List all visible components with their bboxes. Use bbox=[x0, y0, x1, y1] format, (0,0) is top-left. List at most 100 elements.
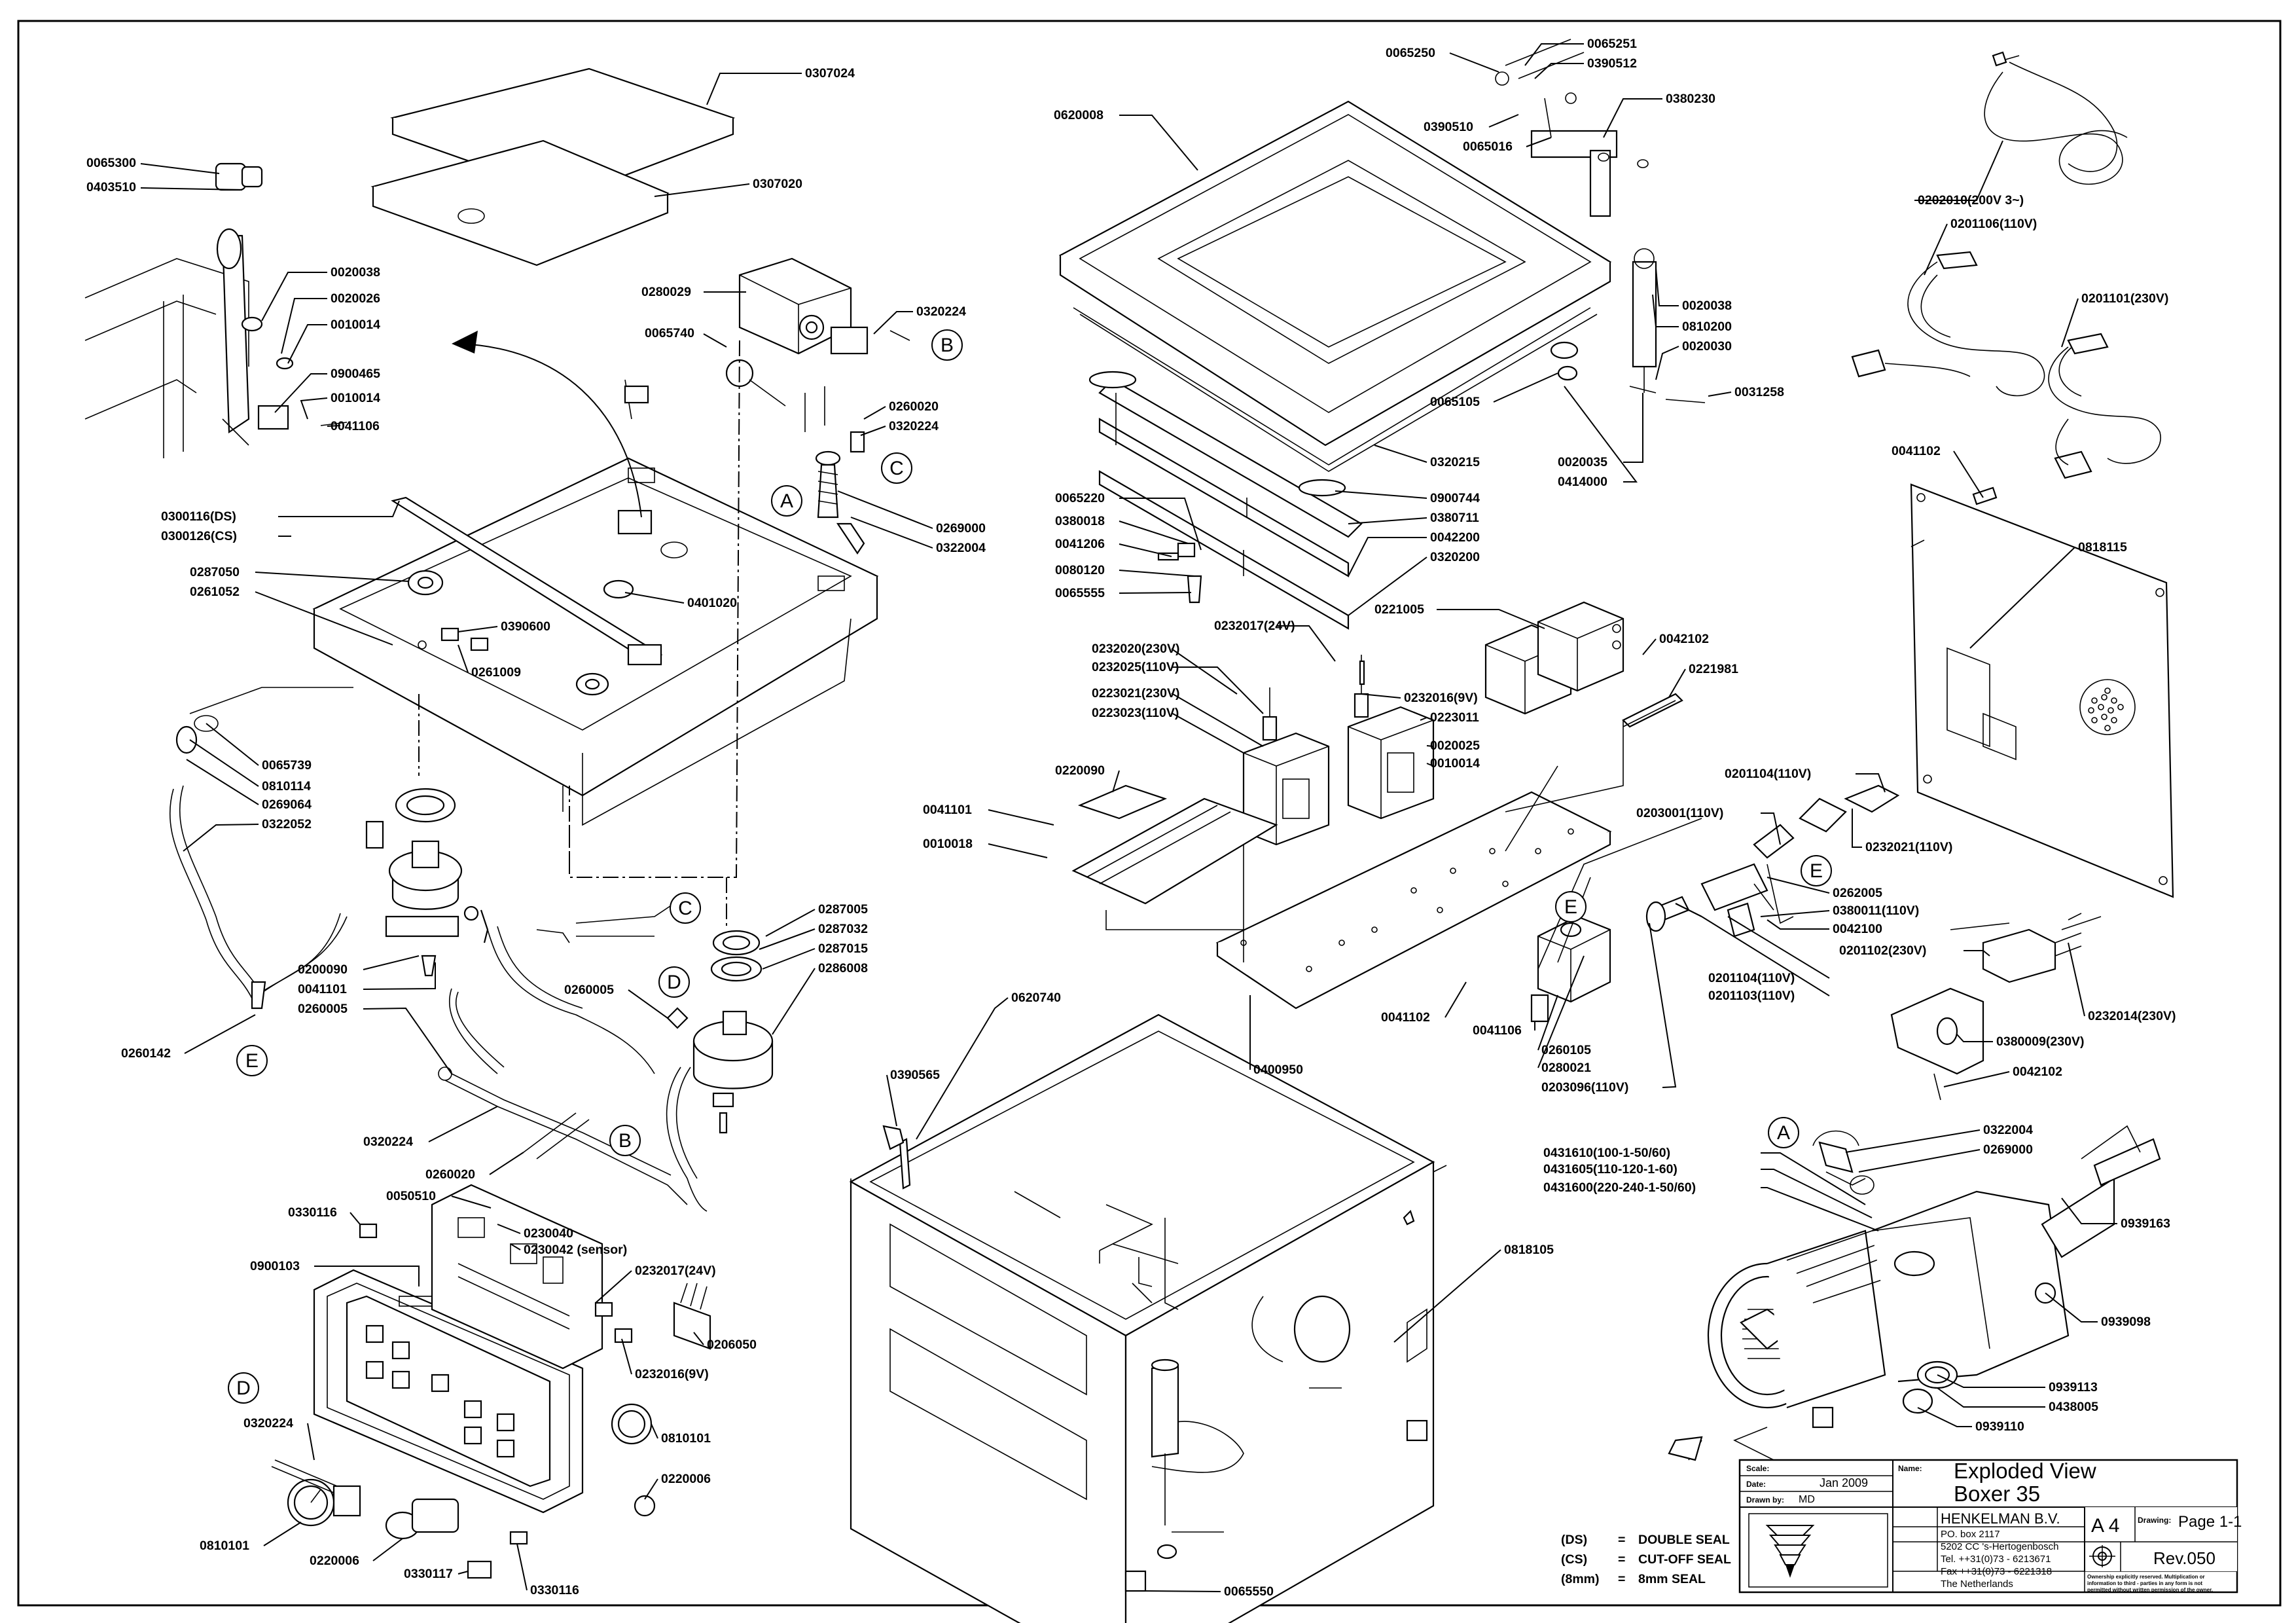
part-label-0320200: 0320200 bbox=[1430, 550, 1480, 564]
leader-line bbox=[1119, 115, 1198, 171]
leader-line bbox=[457, 1571, 469, 1575]
legend-code-cs: (CS) bbox=[1561, 1552, 1587, 1567]
part-label-0065300: 0065300 bbox=[86, 156, 136, 170]
control-panel bbox=[271, 1184, 711, 1579]
filter-housing-left bbox=[365, 788, 489, 977]
tb-drawing: Page 1-1 bbox=[2178, 1513, 2242, 1531]
marker-letter: A bbox=[1777, 1122, 1790, 1144]
legend-eq-8mm: = bbox=[1618, 1572, 1625, 1586]
leader-line bbox=[1348, 517, 1427, 524]
assembly-line bbox=[569, 340, 740, 878]
part-label-0261052: 0261052 bbox=[190, 585, 240, 599]
part-label-0380230: 0380230 bbox=[1666, 92, 1715, 106]
drawing-artwork bbox=[84, 39, 2174, 1623]
leader-line bbox=[1708, 392, 1732, 397]
leader-line bbox=[1969, 547, 2075, 649]
part-label-0380011: 0380011(110V) bbox=[1833, 903, 1919, 918]
part-label-0232020: 0232020(230V) bbox=[1092, 642, 1179, 656]
part-label-0269000b: 0269000 bbox=[1983, 1142, 2033, 1157]
curved-arrow bbox=[457, 343, 642, 518]
leader-line bbox=[1420, 717, 1427, 721]
leader-line bbox=[1335, 490, 1427, 499]
leader-line bbox=[628, 989, 668, 1019]
leader-line bbox=[1914, 140, 2003, 201]
legend-eq-cs: = bbox=[1618, 1552, 1625, 1567]
part-label-0041106b: 0041106 bbox=[1473, 1023, 1522, 1038]
legend-text-cs: CUT-OFF SEAL bbox=[1638, 1552, 1731, 1567]
part-label-0050510: 0050510 bbox=[386, 1189, 436, 1203]
part-label-0065016: 0065016 bbox=[1463, 139, 1513, 154]
part-label-0307020: 0307020 bbox=[753, 177, 802, 191]
leader-line bbox=[263, 1522, 302, 1546]
part-label-0330116a: 0330116 bbox=[288, 1205, 337, 1220]
leader-line bbox=[1437, 609, 1545, 629]
leader-line bbox=[1119, 543, 1172, 557]
leader-line bbox=[1119, 498, 1202, 551]
leader-line bbox=[1623, 393, 1643, 463]
tb-address-3: Tel. ++31(0)73 - 6213671 bbox=[1941, 1554, 2051, 1565]
leader-line bbox=[1172, 666, 1264, 714]
part-label-0232017b: 0232017(24V) bbox=[635, 1264, 716, 1278]
leader-line bbox=[1534, 63, 1584, 79]
leader-lines bbox=[140, 43, 2117, 1592]
leader-line bbox=[2061, 1197, 2117, 1224]
tb-copyright-2: information to third - parties in any fo… bbox=[2087, 1580, 2202, 1586]
leader-line bbox=[1603, 98, 1662, 138]
leader-line bbox=[457, 644, 469, 673]
leader-line bbox=[255, 591, 393, 646]
leader-line bbox=[654, 183, 750, 197]
leader-line bbox=[1348, 537, 1427, 577]
tb-address-2: 5202 CC 's-Hertogenbosch bbox=[1941, 1541, 2058, 1552]
part-label-0201102: 0201102(230V) bbox=[1839, 943, 1926, 958]
leader-line bbox=[186, 759, 259, 805]
leader-line bbox=[363, 962, 436, 990]
part-label-0232021: 0232021(110V) bbox=[1865, 840, 1952, 854]
leader-line bbox=[1727, 916, 1830, 979]
leader-line bbox=[287, 324, 327, 364]
leader-line bbox=[850, 517, 933, 549]
transformers bbox=[1242, 655, 1435, 846]
part-label-0010014a: 0010014 bbox=[331, 318, 380, 332]
part-label-0810101b: 0810101 bbox=[200, 1539, 249, 1553]
legend-text-ds: DOUBLE SEAL bbox=[1638, 1533, 1730, 1547]
leader-line bbox=[1852, 809, 1862, 848]
tb-address-5: The Netherlands bbox=[1941, 1578, 2013, 1590]
leader-line bbox=[706, 73, 802, 105]
leader-line bbox=[1761, 1152, 1866, 1205]
part-label-0307024: 0307024 bbox=[805, 66, 855, 81]
part-label-0322004b: 0322004 bbox=[1983, 1123, 2033, 1137]
solenoid-valve bbox=[725, 257, 910, 555]
part-label-0221005: 0221005 bbox=[1374, 602, 1424, 617]
vent-grille bbox=[2079, 679, 2136, 735]
part-label-0260020a: 0260020 bbox=[889, 399, 939, 414]
part-label-0042200: 0042200 bbox=[1430, 530, 1480, 545]
marker-letter: B bbox=[941, 335, 954, 356]
leader-line bbox=[451, 1195, 492, 1209]
leader-line bbox=[1655, 268, 1679, 306]
leader-line bbox=[1701, 916, 1830, 996]
leader-line bbox=[1956, 1034, 1993, 1042]
part-label-0020025: 0020025 bbox=[1430, 739, 1480, 753]
legend-code-ds: (DS) bbox=[1561, 1533, 1587, 1547]
part-label-0223011: 0223011 bbox=[1430, 710, 1479, 725]
leader-line bbox=[1845, 1129, 1981, 1153]
hose-left bbox=[169, 687, 353, 1010]
tb-copyright-3: permitted without written permission of … bbox=[2087, 1587, 2213, 1593]
leader-line bbox=[1444, 981, 1467, 1018]
tb-copyright-1: Ownership explicitly reserved. Multiplic… bbox=[2087, 1574, 2205, 1580]
leader-line bbox=[1374, 445, 1427, 463]
part-label-0010014b: 0010014 bbox=[331, 391, 380, 405]
leader-line bbox=[261, 272, 327, 321]
part-label-0810114: 0810114 bbox=[262, 779, 311, 793]
part-label-0020026: 0020026 bbox=[331, 291, 380, 306]
part-label-0431605: 0431605(110-120-1-60) bbox=[1543, 1162, 1677, 1176]
part-label-0230040: 0230040 bbox=[524, 1226, 573, 1241]
leader-line bbox=[1361, 693, 1401, 699]
leader-line bbox=[300, 397, 328, 420]
tb-company: HENKELMAN B.V. bbox=[1941, 1510, 2060, 1527]
right-connectors bbox=[1530, 784, 1900, 1023]
marker-e: E bbox=[1801, 855, 1832, 886]
part-label-0900103: 0900103 bbox=[250, 1259, 300, 1273]
part-label-0200090: 0200090 bbox=[298, 962, 348, 977]
hinge-detail bbox=[84, 162, 348, 458]
